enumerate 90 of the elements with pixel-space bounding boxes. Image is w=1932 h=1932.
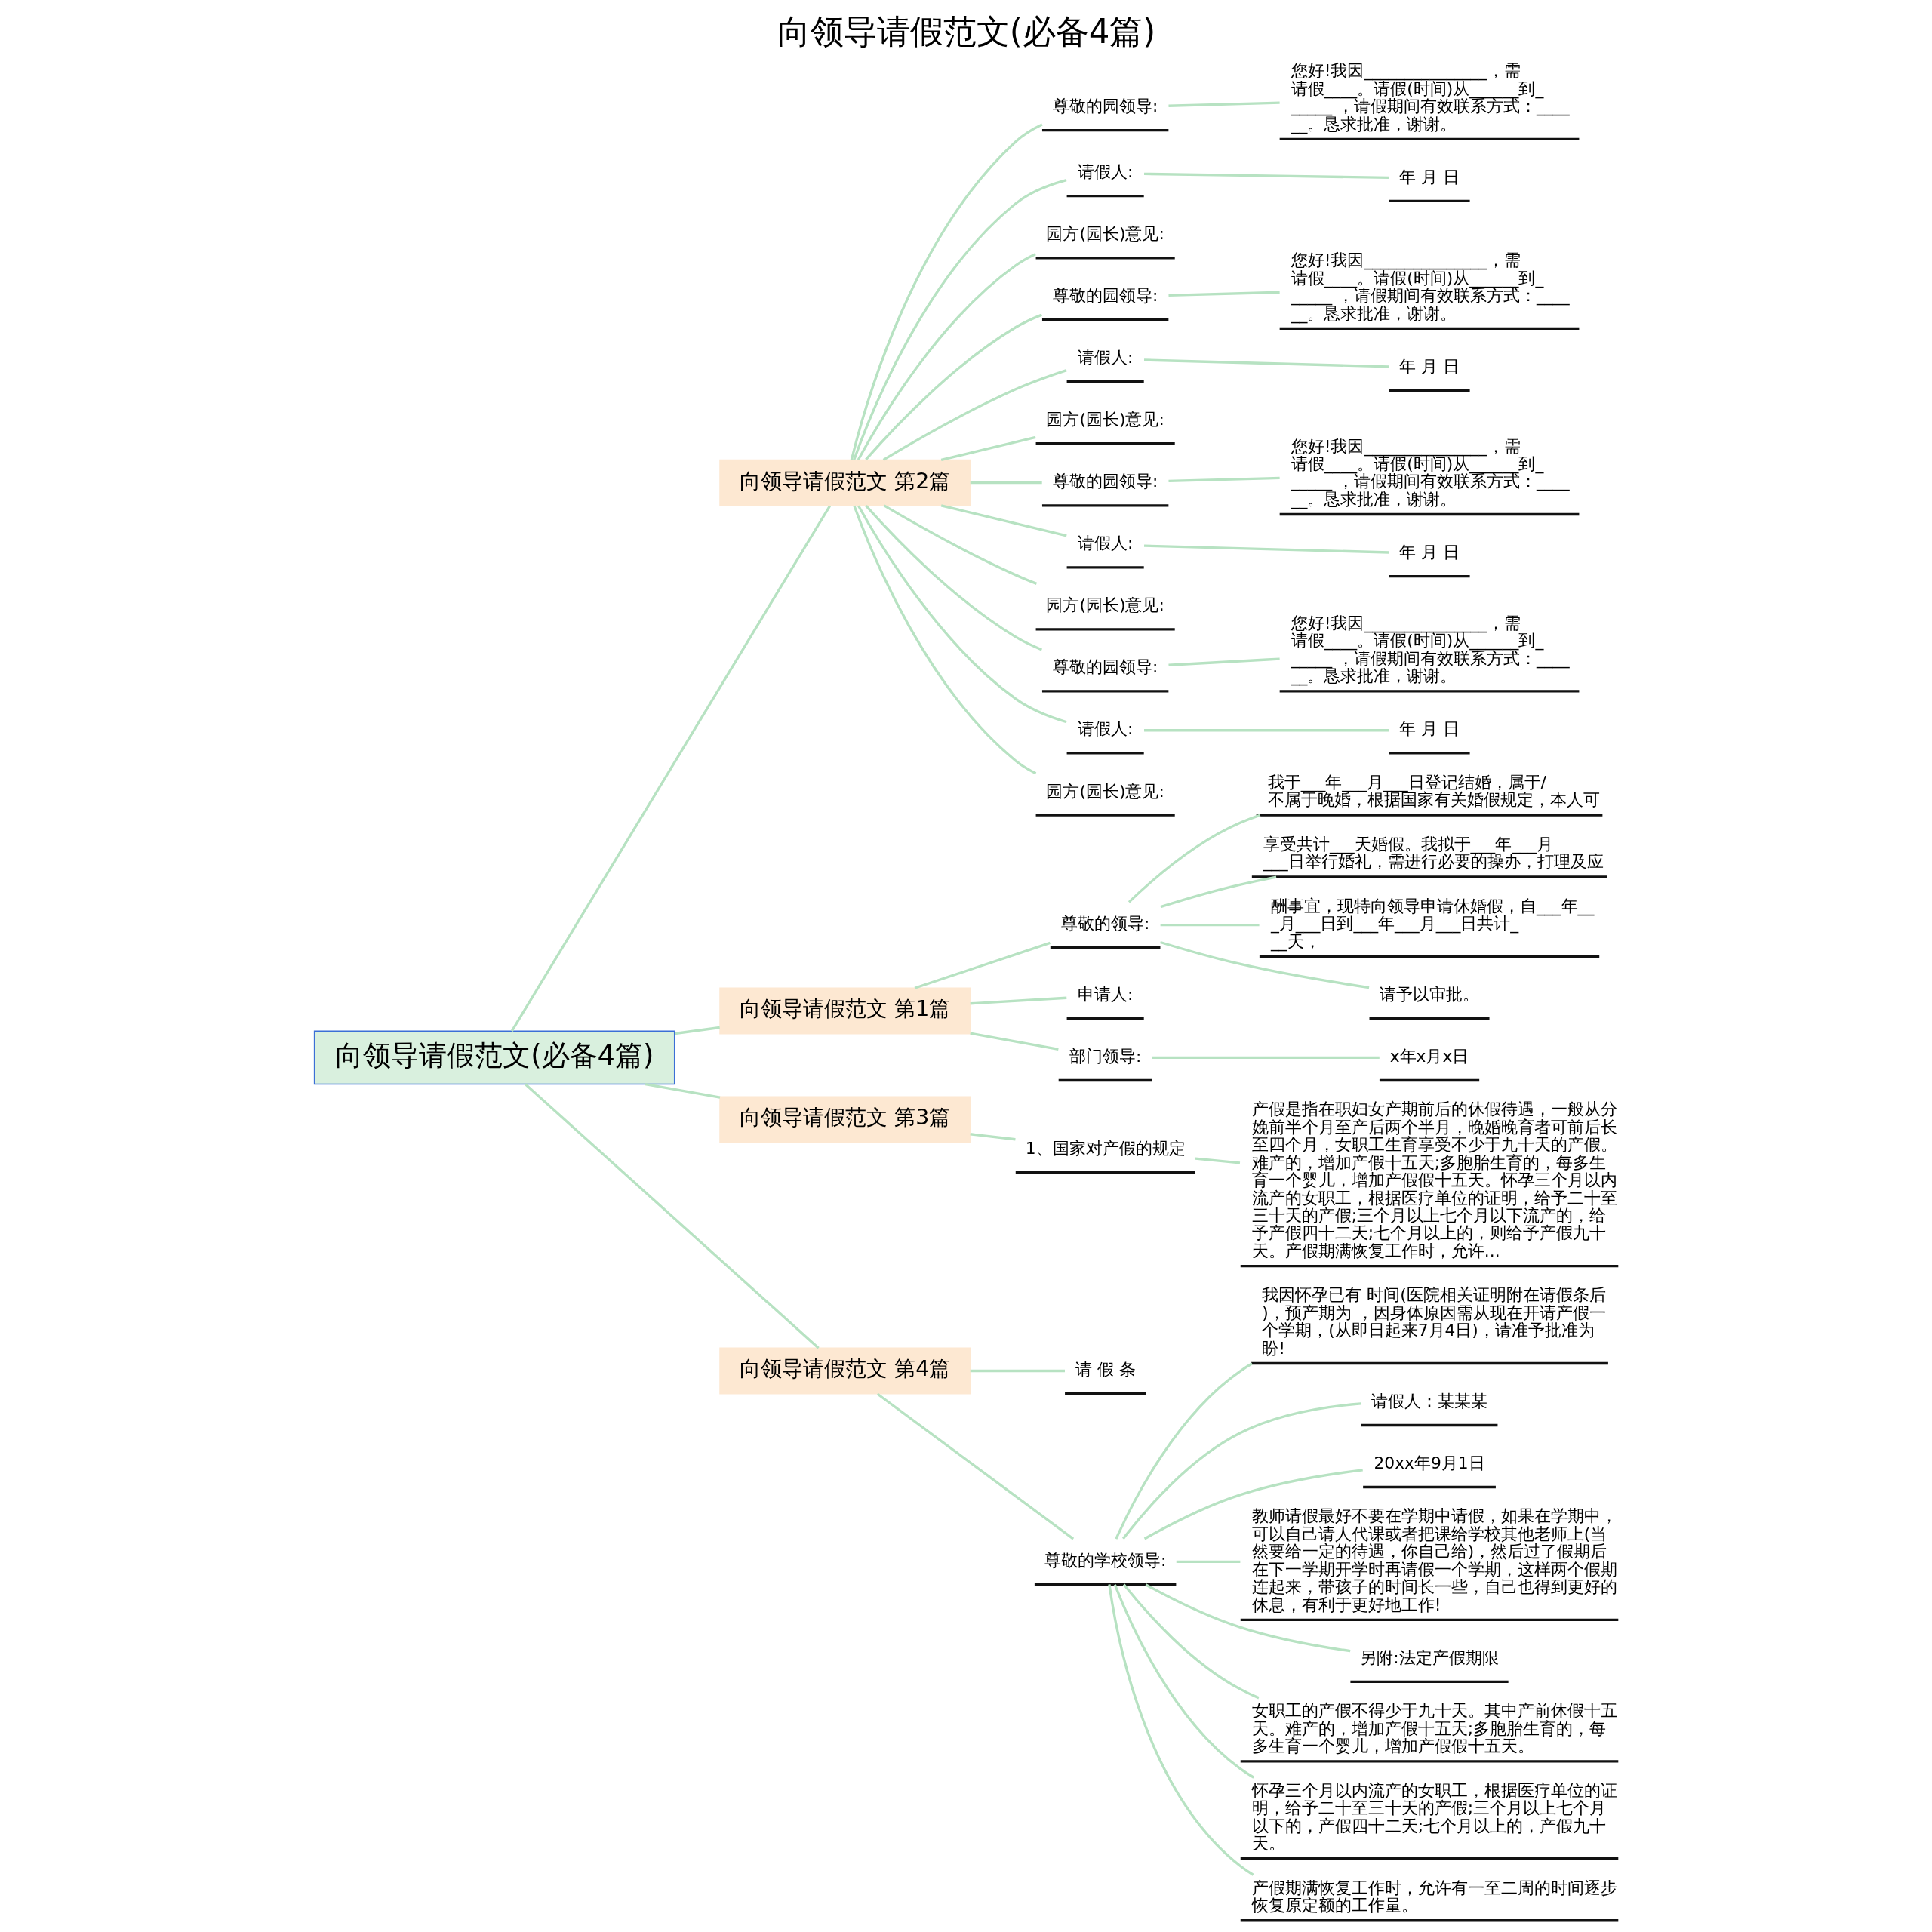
connector xyxy=(850,123,1043,460)
node-text: 年 月 日 xyxy=(1398,719,1460,739)
node-text: 尊敬的领导: xyxy=(1060,914,1149,934)
node-text: 请假人: xyxy=(1077,534,1133,553)
connector xyxy=(940,435,1036,462)
connector xyxy=(1143,172,1389,180)
node-text: 请予以审批。 xyxy=(1379,985,1479,1004)
node-text: 部门领导: xyxy=(1069,1047,1141,1066)
node-text: 请假人: xyxy=(1077,162,1133,182)
node-text: 请假人: xyxy=(1077,348,1133,368)
connector xyxy=(1168,657,1280,666)
connector xyxy=(1143,1469,1363,1540)
connector xyxy=(645,1082,720,1099)
node-text: 您好!我因_______________，需请假____。请假(时间)从______到______ ，请假期间有效联系方式：______。恳求批准，谢谢。 xyxy=(1291,251,1570,323)
node-text: 尊敬的园领导: xyxy=(1052,657,1158,677)
connector xyxy=(1114,1362,1253,1540)
connector xyxy=(510,505,831,1032)
node-text: 请假人：某某某 xyxy=(1371,1392,1487,1411)
node-text: 另附:法定产假期限 xyxy=(1359,1647,1499,1667)
connector xyxy=(1121,1402,1361,1540)
node-text: 尊敬的园领导: xyxy=(1052,286,1158,306)
node-text: 尊敬的园领导: xyxy=(1052,97,1158,116)
node-box: 向领导请假范文 第3篇 xyxy=(718,1096,971,1143)
connector xyxy=(1128,814,1260,903)
node-text: 我因怀孕已有 时间(医院相关证明附在请假条后)，预产期为 ，因身体原因需从现在开请产假一个学期，(从即日起来7月4日)，请准予批准为盼! xyxy=(1261,1285,1606,1358)
connector xyxy=(969,1032,1059,1051)
connector xyxy=(1152,1056,1380,1060)
node-text: 园方(园长)意见: xyxy=(1045,781,1164,801)
connector xyxy=(852,178,1066,460)
connector xyxy=(1107,1584,1254,1876)
connector xyxy=(1143,544,1389,554)
node-text: 教师请假最好不要在学期中请假，如果在学期中，可以自己请人代课或者把课给学校其他老师上(当然要给一定的待遇，你自己给)，然后过了假期后在下一学期开学时再请假一个学期，这样两个假期连起来，带孩子的时间长一些，自己也得到更好的休息，有利于更好地工作! xyxy=(1251,1506,1617,1614)
node-text: x年x月x日 xyxy=(1389,1047,1469,1066)
node-text: 我于___年___月___日登记结婚，属于/不属于晚婚，根据国家有关婚假规定，本人可 xyxy=(1267,772,1600,810)
node-text: 您好!我因_______________，需请假____。请假(时间)从______到______ ，请假期间有效联系方式：______。恳求批准，谢谢。 xyxy=(1291,61,1570,134)
node-text: 请 假 条 xyxy=(1075,1360,1136,1380)
diagram-title: 向领导请假范文(必备4篇) xyxy=(777,12,1155,51)
connector xyxy=(1195,1157,1240,1164)
node-text: 享受共计___天婚假。我拟于___年___月___日举行婚礼，需进行必要的操办，打理及应 xyxy=(1263,834,1604,872)
connector xyxy=(1143,358,1389,368)
node-box: 向领导请假范文 第1篇 xyxy=(718,987,971,1035)
node-text: 怀孕三个月以内流产的女职工，根据医疗单位的证明，给予二十至三十天的产假;三个月以上七个月以下的，产假四十二天;七个月以上的，产假九十天。 xyxy=(1251,1780,1617,1853)
node-text: 园方(园长)意见: xyxy=(1045,595,1164,615)
connector xyxy=(864,504,1042,651)
connector xyxy=(970,996,1066,1005)
node-text: 年 月 日 xyxy=(1398,543,1460,562)
node-text: 您好!我因_______________，需请假____。请假(时间)从______到______ ，请假期间有效联系方式：______。恳求批准，谢谢。 xyxy=(1291,436,1570,509)
connector xyxy=(857,505,1067,724)
connector xyxy=(674,1026,720,1035)
node-box: 向领导请假范文 第4篇 xyxy=(718,1347,971,1395)
node-text: 酬事宜，现特向领导申请休婚假，自___年___月___日到___年___月___日共计___天， xyxy=(1270,896,1594,951)
connector xyxy=(1168,101,1280,107)
connector xyxy=(1160,923,1260,927)
connector xyxy=(524,1083,820,1349)
node-text: 20xx年9月1日 xyxy=(1373,1454,1485,1473)
node-box: 向领导请假范文(必备4篇) xyxy=(313,1030,675,1085)
node-text: 园方(园长)意见: xyxy=(1045,224,1164,244)
node-text: 1、国家对产假的规定 xyxy=(1025,1139,1186,1158)
connector xyxy=(1159,940,1369,989)
connector xyxy=(1168,476,1280,483)
node-text: 尊敬的学校领导: xyxy=(1044,1551,1166,1570)
node-text: 请假人: xyxy=(1077,719,1133,739)
node-text: 年 月 日 xyxy=(1398,357,1460,377)
node-text: 您好!我因_______________，需请假____。请假(时间)从______到______ ，请假期间有效联系方式：______。恳求批准，谢谢。 xyxy=(1291,613,1570,686)
connector xyxy=(1143,729,1389,732)
node-text: 产假是指在职妇女产期前后的休假待遇，一般从分娩前半个月至产后两个半月，晚婚晚育者可前后长至四个月，女职工生育享受不少于九十天的产假。难产的，增加产假十五天;多胞胎生育的，每多生育一个婴儿，增加产假假十五天。怀孕三个月以内流产的女职工，根据医疗单位的证明，给予二十至三十天的产假;三个月以上七个月以下流产的，给予产假四十二天;七个月以上的，则给予产假九十天。产假期满恢复工作时，允许... xyxy=(1251,1100,1617,1260)
node-box: 向领导请假范文 第2篇 xyxy=(718,459,971,506)
connector xyxy=(1168,291,1280,297)
node-text: 园方(园长)意见: xyxy=(1045,410,1164,429)
connector xyxy=(1176,1560,1240,1563)
connector xyxy=(852,505,1036,775)
connector xyxy=(1113,1584,1254,1779)
node-text: 产假期满恢复工作时，允许有一至二周的时间逐步恢复原定额的工作量。 xyxy=(1251,1878,1617,1915)
connector xyxy=(970,481,1042,485)
connector xyxy=(864,313,1042,460)
connector xyxy=(857,253,1036,461)
connector xyxy=(970,1369,1065,1373)
connector xyxy=(970,1133,1016,1141)
node-text: 女职工的产假不得少于九十天。其中产前休假十五天。难产的，增加产假十五天;多胞胎生育的，每多生育一个婴儿，增加产假假十五天。 xyxy=(1251,1701,1617,1756)
node-text: 申请人: xyxy=(1077,985,1133,1004)
node-text: 尊敬的园领导: xyxy=(1052,472,1158,491)
connector xyxy=(1122,1583,1260,1700)
connector xyxy=(876,1392,1074,1540)
connector xyxy=(1144,1583,1350,1653)
connector xyxy=(1159,875,1276,909)
connector xyxy=(914,941,1051,989)
connector xyxy=(940,504,1067,537)
connector xyxy=(882,368,1067,461)
connector xyxy=(883,504,1037,585)
node-text: 年 月 日 xyxy=(1398,167,1460,186)
